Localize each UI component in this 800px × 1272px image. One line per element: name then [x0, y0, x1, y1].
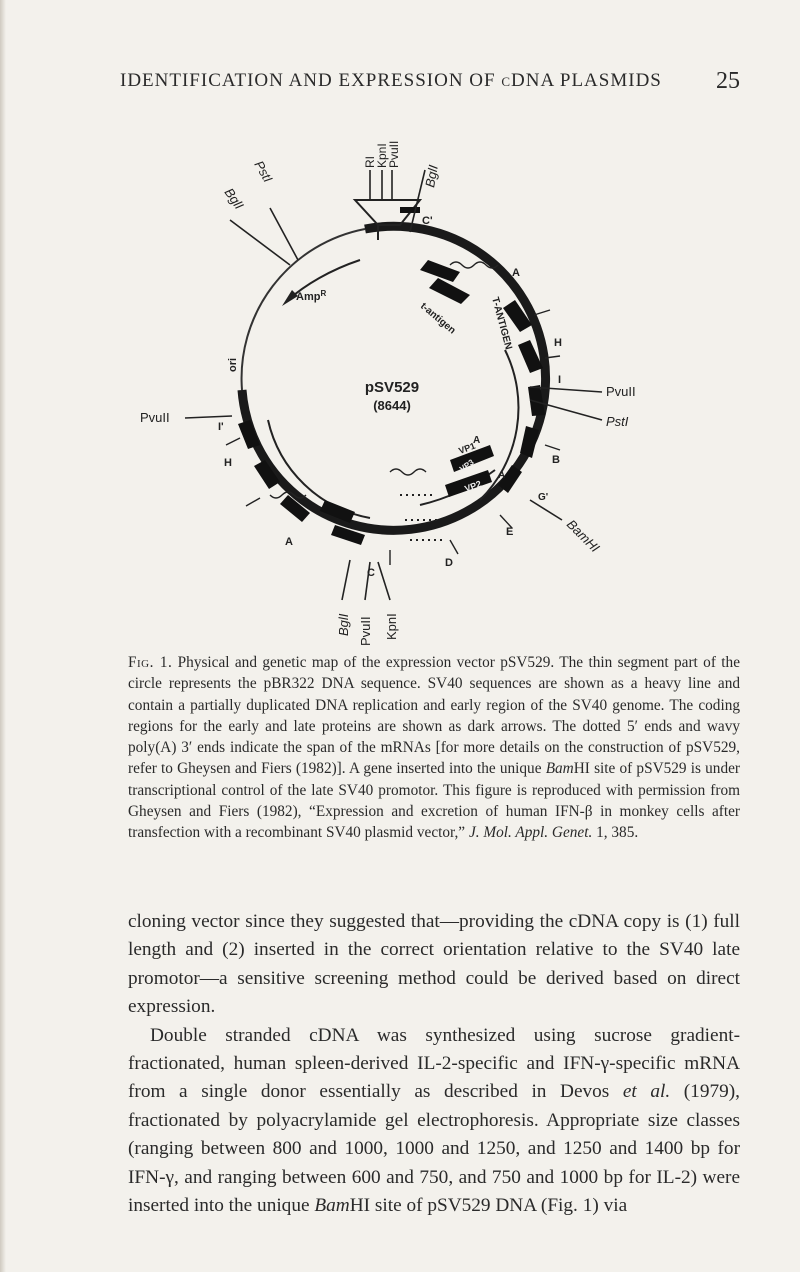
paragraph-1: cloning vector since they suggested that… [128, 911, 740, 1018]
polya-wave-bottom [389, 468, 427, 476]
region-E: E [506, 526, 513, 538]
insert-bracket [352, 199, 423, 226]
region-A-inner: A [473, 435, 480, 446]
page-spine-shadow [0, 0, 6, 1272]
ampr-arrowhead [282, 290, 298, 306]
caption-journal: J. Mol. Appl. Genet. [468, 824, 593, 842]
bglI-top-left-label: BglI [222, 185, 247, 212]
inner-arc-right [479, 349, 520, 501]
polya-wave-left [269, 491, 307, 499]
pvuII-right-label: PvuII [606, 384, 636, 399]
region-B: B [552, 454, 560, 466]
region-D: D [445, 557, 453, 569]
pvuII-left-label: PvuII [140, 410, 170, 425]
running-title: IDENTIFICATION AND EXPRESSION OF cDNA PL… [120, 70, 662, 91]
paragraph-2-part-a: Double stranded cDNA was synthesized usi… [128, 1024, 740, 1103]
paragraph-2-part-c: HI site of pSV529 DNA (Fig. 1) via [349, 1195, 628, 1217]
running-head: IDENTIFICATION AND EXPRESSION OF cDNA PL… [120, 68, 740, 98]
region-C-top: C' [422, 215, 433, 227]
caption-text-2: HI site of pSV529 is under transcription… [128, 760, 740, 842]
pvuII-bottom-label: PvuII [358, 616, 373, 646]
region-H-left: H [224, 457, 232, 469]
region-ticks [225, 309, 561, 565]
pstI-right-label: PstI [606, 414, 629, 429]
paragraph-2: Double stranded cDNA was synthesized usi… [128, 1022, 740, 1221]
figure-label: Fig. 1. [128, 654, 173, 671]
region-G: G' [538, 492, 548, 503]
region-A-inner2: A [498, 470, 505, 481]
page-number: 25 [716, 68, 740, 94]
body-text: cloning vector since they suggested that… [128, 908, 740, 1220]
kpnI-top-label: KpnI [375, 143, 389, 168]
region-A-top: A [512, 267, 520, 279]
region-C-bottom: C [367, 567, 375, 579]
polya-wave-top [449, 261, 499, 269]
pstI-top-left-label: PstI [251, 158, 275, 185]
bglI-bottom-label: BglI [336, 613, 351, 636]
region-A-bottom: A [285, 536, 293, 548]
pvuII-top-label: PvuII [387, 141, 401, 168]
region-I-left: I' [218, 421, 224, 433]
caption-bamhi-italic: Bam [545, 760, 574, 778]
ori-label: ori [227, 358, 239, 372]
t-antigen-label: t-antigen [418, 301, 457, 337]
caption-text: Physical and genetic map of the expressi… [128, 654, 740, 778]
plasmid-map-figure: pSV529 (8644) AmpR ori t-antigen T-ANTIG… [140, 141, 636, 646]
vp-arrows [445, 445, 494, 497]
figure-caption: Fig. 1. Physical and genetic map of the … [128, 652, 740, 844]
ampr-label: AmpR [296, 289, 326, 303]
early-protein-arrows [420, 260, 545, 493]
restriction-site-lines [184, 169, 603, 601]
pbr322-segment [240, 228, 366, 391]
plasmid-size: (8644) [373, 398, 411, 413]
bglI-top-right-label: BglI [422, 163, 441, 188]
kpnI-bottom-label: KpnI [384, 613, 399, 640]
bamHI-label: BamHI [564, 517, 603, 556]
bamhi-italic: Bam [314, 1195, 350, 1217]
et-al-italic: et al. [622, 1081, 671, 1103]
late-protein-arrows [238, 420, 365, 545]
ecoRI-top-label: RI [363, 156, 377, 168]
plasmid-name: pSV529 [365, 379, 419, 396]
paragraph-2-part-b: (1979), fractionated by polyacrylamide g… [128, 1081, 740, 1217]
region-H-right: H [554, 337, 562, 349]
caption-text-3: 1, 385. [592, 824, 639, 842]
region-I-right: I [558, 374, 561, 386]
